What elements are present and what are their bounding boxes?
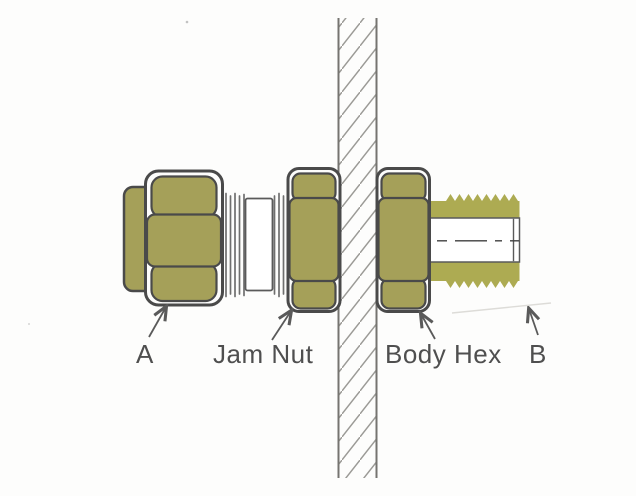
label-body-hex: Body Hex: [385, 339, 502, 369]
body-hex-top-facet: [380, 172, 427, 203]
jam-nut: [286, 167, 342, 313]
male-end-bore: [428, 217, 521, 263]
arrow-to-jam-nut-icon: [271, 311, 291, 341]
male-threaded-end: [428, 194, 521, 288]
callout-arrows: [148, 307, 538, 341]
wall-hatching: [338, 18, 377, 478]
faint-artifact-line: [451, 302, 552, 314]
scan-speck: [28, 323, 30, 325]
thread-ridges-left: [220, 192, 245, 298]
jam-nut-middle-facet: [288, 196, 340, 283]
label-jam-nut: Jam Nut: [213, 339, 314, 369]
bulkhead-wall: [337, 18, 378, 478]
body-hex: [375, 167, 431, 313]
union-cylinder: [244, 197, 274, 292]
nut-a-bottom-facet: [150, 261, 218, 303]
scan-speck: [185, 20, 189, 24]
jam-nut-bottom-facet: [291, 277, 337, 310]
body-hex-bottom-facet: [380, 277, 427, 310]
nut-a: [144, 169, 224, 307]
label-b: B: [529, 339, 547, 369]
male-thread-bottom-band: [429, 262, 520, 288]
arrow-to-body-hex-icon: [421, 314, 436, 340]
arrow-to-threaded-end-icon: [529, 309, 538, 336]
body-hex-middle-facet: [377, 196, 430, 283]
center-threaded-section: [220, 192, 294, 298]
nut-a-top-facet: [150, 175, 218, 219]
nut-a-middle-facet: [145, 213, 223, 268]
label-a: A: [136, 339, 154, 369]
arrow-to-nut-a-icon: [148, 307, 166, 338]
jam-nut-top-facet: [291, 172, 337, 203]
male-thread-top-band: [429, 194, 520, 218]
